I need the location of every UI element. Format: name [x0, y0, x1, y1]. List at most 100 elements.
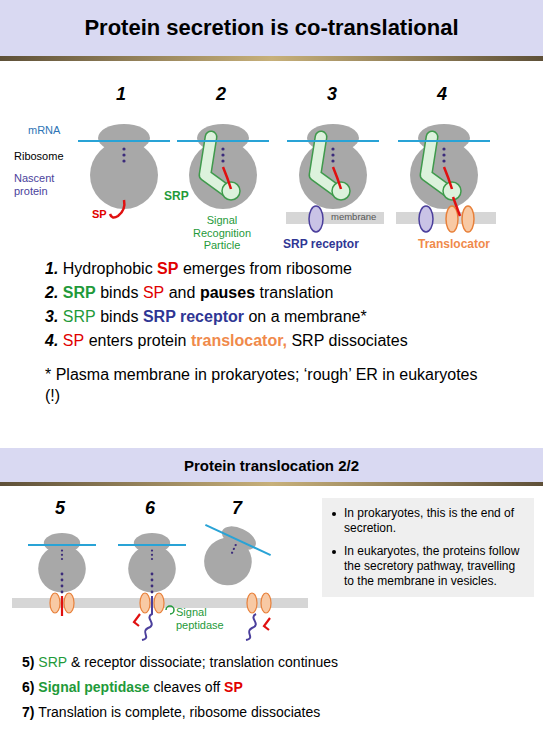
drawing-line	[28, 544, 96, 546]
bullet-dot	[332, 512, 336, 516]
step-line: 4.SPenters proteintranslocator,SRP disso…	[45, 332, 408, 350]
step-text: on a membrane*	[248, 308, 366, 326]
drawing-path	[134, 614, 140, 626]
step-line: 2. SRPbinds SP andpauses translation	[45, 284, 333, 302]
panel-6-illustration	[118, 533, 186, 640]
bullet-dot	[332, 550, 336, 554]
note-box: In prokaryotes, this is the end of secre…	[322, 498, 534, 597]
step-text: SP	[63, 332, 84, 350]
step-text: SRP dissociates	[291, 332, 407, 350]
panel-number: 1	[116, 84, 126, 105]
part-label: SP	[92, 208, 107, 221]
drawing-circle	[61, 591, 64, 594]
step-text: 5)	[22, 654, 34, 670]
drawing-use	[299, 124, 367, 209]
drawing-path	[453, 197, 460, 216]
step-text: and	[169, 284, 196, 302]
drawing-ellipse	[261, 593, 271, 613]
drawing-line	[205, 525, 270, 555]
step-text: SRP	[63, 284, 96, 302]
drawing-path	[166, 606, 174, 614]
part-label: Signal peptidase	[176, 606, 238, 631]
drawing-use	[426, 137, 461, 200]
drawing-line	[287, 140, 379, 142]
drawing-path	[246, 614, 256, 640]
step-line: 6)Signal peptidase cleaves offSP	[22, 679, 243, 695]
drawing-rect	[0, 0, 543, 56]
part-label: Translocator	[418, 238, 490, 252]
step-text: Hydrophobic	[63, 260, 153, 278]
step-line: 3.SRPbindsSRP receptoron a membrane*	[45, 308, 367, 326]
step-text: 6)	[22, 679, 34, 695]
drawing-use	[189, 124, 257, 209]
step-text: Translation is complete, ribosome dissoc…	[38, 704, 320, 720]
panel-3-illustration	[286, 124, 384, 232]
drawing-line	[398, 140, 490, 142]
part-label: SRP receptor	[283, 238, 359, 252]
drawing-rect	[0, 56, 543, 61]
part-label: mRNA	[28, 124, 60, 137]
panel-number: 7	[232, 498, 242, 519]
panel-1-illustration	[78, 124, 170, 218]
slide-title: Protein secretion is co-translational	[0, 0, 543, 56]
drawing-circle	[151, 585, 154, 588]
drawing-circle	[61, 573, 64, 576]
drawing-use	[410, 124, 478, 209]
drawing-ellipse	[50, 593, 60, 613]
note-text: In prokaryotes, this is the end of secre…	[344, 506, 526, 536]
part-label: Signal Recognition Particle	[184, 214, 260, 252]
panel-number: 5	[55, 498, 65, 519]
drawing-use	[205, 137, 240, 200]
drawing-use	[38, 533, 86, 593]
drawing-use	[196, 519, 264, 593]
panel-number: 3	[327, 84, 337, 105]
drawing-rect	[0, 482, 543, 486]
drawing-circle	[61, 585, 64, 588]
drawing-rect	[286, 212, 384, 224]
step-line: 7)Translation is complete, ribosome diss…	[22, 704, 320, 720]
drawing-circle	[151, 591, 154, 594]
step-text: cleaves off	[154, 679, 221, 695]
part-label: Ribosome	[14, 150, 64, 163]
bullet-row: In prokaryotes, this is the end of secre…	[330, 506, 526, 536]
step-text: Signal peptidase	[38, 679, 149, 695]
step-text: & receptor dissociate; translation conti…	[71, 654, 338, 670]
step-text: 2.	[45, 284, 58, 302]
drawing-path	[264, 618, 270, 630]
step-text: 4.	[45, 332, 58, 350]
drawing-ellipse	[140, 593, 150, 613]
step-text: SRP receptor	[143, 308, 244, 326]
step-text: binds	[100, 284, 138, 302]
drawing-path	[110, 200, 124, 218]
drawing-ellipse	[64, 593, 74, 613]
step-text: SP	[157, 260, 178, 278]
step-text: translocator,	[191, 332, 287, 350]
panel-number: 4	[437, 84, 447, 105]
drawing-ellipse	[462, 206, 474, 232]
step-line: 1.HydrophobicSPemerges from ribosome	[45, 260, 352, 278]
step-text: emerges from ribosome	[183, 260, 352, 278]
drawing-g	[185, 514, 275, 598]
drawing-use	[128, 533, 176, 593]
panel-2-illustration	[177, 124, 269, 209]
panel-number: 6	[145, 498, 155, 519]
drawing-line	[177, 140, 269, 142]
step-text: SP	[224, 679, 243, 695]
part-label: membrane	[331, 212, 376, 223]
drawing-circle	[61, 579, 64, 582]
drawing-ellipse	[419, 206, 433, 232]
step-text: SRP	[63, 308, 96, 326]
drawing-path	[142, 596, 152, 640]
drawing-circle	[151, 579, 154, 582]
step-text: pauses	[200, 284, 255, 302]
drawing-ellipse	[446, 206, 458, 232]
drawing-ellipse	[154, 593, 164, 613]
drawing-use	[90, 124, 158, 209]
part-label: Nascent protein	[14, 172, 62, 197]
step-text: SP	[143, 284, 164, 302]
step-text: translation	[260, 284, 334, 302]
part-label: * Plasma membrane in prokaryotes; ‘rough…	[45, 364, 495, 406]
step-line: 5)SRP& receptor dissociate; translation …	[22, 654, 338, 670]
header-row: Protein translocation 2/2	[184, 457, 359, 474]
